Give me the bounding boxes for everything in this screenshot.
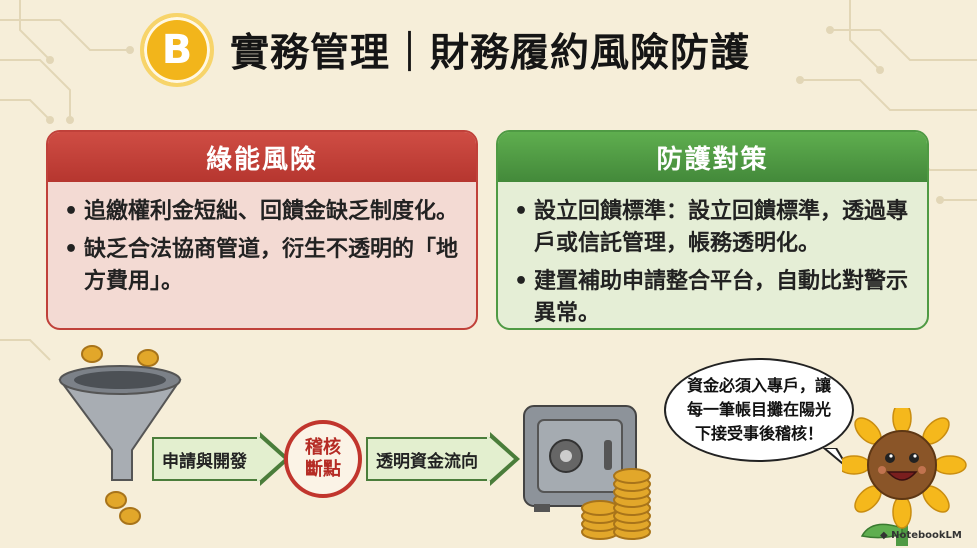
measure-card-title: 防護對策 (498, 132, 927, 182)
bubble-line-2: 每一筆帳目攤在陽光 (686, 400, 831, 419)
measure-item: 設立回饋標準：設立回饋標準，透過專戶或信託管理，帳務透明化。 (514, 196, 909, 260)
safe-icon (523, 405, 651, 540)
sunflower-mascot-icon (842, 408, 967, 546)
risk-card-title: 綠能風險 (48, 132, 476, 182)
risk-item: 追繳權利金短絀、回饋金缺乏制度化。 (64, 196, 458, 228)
stamp-line-2: 斷點 (305, 459, 341, 480)
watermark: ◆ NotebookLM (880, 530, 962, 541)
risk-card: 綠能風險 追繳權利金短絀、回饋金缺乏制度化。 缺乏合法協商管道，衍生不透明的「地… (46, 130, 478, 330)
bubble-line-1: 資金必須入專戶，讓 (686, 376, 831, 395)
watermark-text: NotebookLM (891, 530, 962, 541)
flow-step-apply: 申請與開發 (152, 437, 260, 481)
stamp-line-1: 稽核 (305, 437, 341, 458)
audit-stamp: 稽核 斷點 (284, 420, 362, 498)
measure-item: 建置補助申請整合平台，自動比對警示異常。 (514, 266, 909, 328)
measure-list: 設立回饋標準：設立回饋標準，透過專戶或信託管理，帳務透明化。 建置補助申請整合平… (498, 182, 927, 328)
risk-item: 缺乏合法協商管道，衍生不透明的「地方費用」。 (64, 234, 458, 298)
speech-bubble: 資金必須入專戶，讓 每一筆帳目攤在陽光 下接受事後稽核！ (664, 358, 854, 462)
bubble-line-3: 下接受事後稽核！ (694, 424, 823, 443)
section-badge: B (140, 13, 214, 87)
flow-arrow-apply: 申請與開發 (152, 432, 290, 486)
funnel-icon (58, 345, 182, 525)
measure-card: 防護對策 設立回饋標準：設立回饋標準，透過專戶或信託管理，帳務透明化。 建置補助… (496, 130, 929, 330)
risk-list: 追繳權利金短絀、回饋金缺乏制度化。 缺乏合法協商管道，衍生不透明的「地方費用」。 (48, 182, 476, 298)
arrow-head-icon (487, 432, 520, 486)
flow-arrow-transparent: 透明資金流向 (366, 432, 520, 486)
page-title: 實務管理｜財務履約風險防護 (230, 31, 751, 76)
slide-header: B 實務管理｜財務履約風險防護 (140, 10, 750, 90)
flow-step-transparent: 透明資金流向 (366, 437, 490, 481)
